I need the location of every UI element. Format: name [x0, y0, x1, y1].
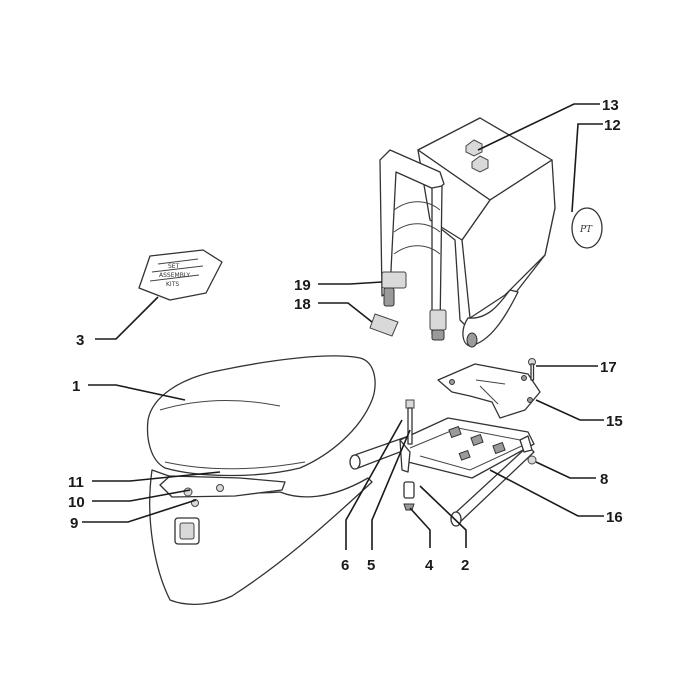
callout-19: 19	[294, 277, 311, 294]
part-18-pad	[369, 313, 399, 337]
callout-9: 9	[70, 515, 78, 532]
leader-19	[318, 281, 383, 285]
leader-18	[318, 302, 373, 323]
callout-10: 10	[68, 494, 85, 511]
decal-text-line-2: ASSEMBLY	[159, 272, 190, 279]
leader-11	[92, 471, 221, 482]
leader-4	[409, 507, 431, 548]
callout-12: 12	[604, 117, 621, 134]
part-8-nut	[527, 455, 537, 465]
part-1-seat	[146, 355, 376, 605]
leader-lines	[82, 103, 604, 550]
top-case-luggage	[379, 117, 556, 348]
leader-5	[371, 429, 411, 550]
leader-9	[82, 499, 197, 523]
callout-15: 15	[606, 413, 623, 430]
callout-1: 1	[72, 378, 80, 395]
part-17-screw	[528, 358, 536, 381]
part-3-decal-sheet: SET ASSEMBLY KITS	[138, 249, 223, 301]
leader-10	[92, 489, 191, 502]
callout-2: 2	[461, 557, 469, 574]
decal-text-line-3: KITS	[166, 281, 179, 288]
emblem-text: PT	[579, 225, 593, 235]
decal-text-line-1: SET	[168, 263, 180, 270]
callout-18: 18	[294, 296, 311, 313]
callout-13: 13	[602, 97, 619, 114]
leader-12	[571, 123, 603, 213]
part-12-emblem: PT	[571, 207, 603, 249]
callout-numbers: 3 1 11 10 9 13 12 19 18 17 15 8 16 6 5 4…	[68, 97, 623, 574]
part-16-rear-rack	[349, 417, 535, 527]
leader-13	[477, 103, 600, 151]
leader-3	[95, 296, 159, 340]
leader-6	[345, 419, 403, 550]
leader-2	[419, 485, 467, 548]
callout-6: 6	[341, 557, 349, 574]
part-4-spacer	[403, 481, 415, 511]
part-15-mounting-plate	[437, 363, 541, 419]
callout-5: 5	[367, 557, 375, 574]
callout-11: 11	[68, 474, 84, 491]
callout-8: 8	[600, 471, 608, 488]
callout-16: 16	[606, 509, 623, 526]
part-5-bolt	[405, 399, 415, 445]
leader-15	[535, 399, 604, 421]
leader-1	[88, 384, 186, 401]
callout-3: 3	[76, 332, 84, 349]
callout-17: 17	[600, 359, 617, 376]
leader-16	[489, 469, 604, 517]
leader-8	[535, 461, 596, 479]
callout-4: 4	[425, 557, 434, 574]
